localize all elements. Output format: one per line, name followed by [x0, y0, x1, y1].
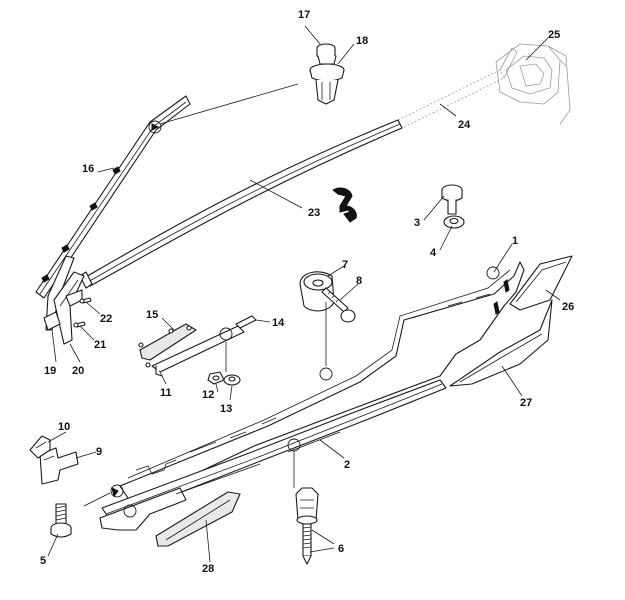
part-25-corner-bracket: [495, 43, 571, 125]
callout-20: 20: [72, 365, 84, 377]
callout-13: 13: [220, 403, 232, 415]
part-9-bracket: [39, 447, 79, 485]
part-5-bolt: [50, 503, 72, 538]
part-8-bolt: [321, 287, 356, 323]
part-23-seal-strip: [79, 119, 403, 289]
part-12-nut: [207, 371, 225, 385]
part-10-clip: [29, 435, 51, 459]
part-21-screw: [73, 321, 86, 328]
part-27-rear-trim-lower: [449, 299, 553, 387]
part-19-20-brackets: [43, 255, 85, 345]
callout-28: 28: [202, 563, 214, 575]
part-14-clip: [235, 315, 257, 329]
callout-25: 25: [548, 29, 560, 41]
part-4-washer: [443, 215, 465, 229]
callout-26: 26: [562, 301, 574, 313]
part-24-upper-trim-strip: [397, 47, 518, 129]
callout-18: 18: [356, 35, 368, 47]
callout-27: 27: [520, 397, 532, 409]
callout-8: 8: [356, 275, 362, 287]
part-1-sill-panel: [119, 261, 525, 505]
callout-24: 24: [458, 119, 471, 131]
part-18-fastener-body: [309, 55, 345, 105]
callout-23: 23: [308, 207, 320, 219]
part-3-stud: [441, 184, 463, 215]
part-16-pillar-moulding: [35, 95, 191, 299]
callout-7: 7: [342, 259, 348, 271]
callout-15: 15: [146, 309, 158, 321]
callout-12: 12: [202, 389, 214, 401]
callout-6: 6: [338, 543, 344, 555]
part-2-lower-sill-strip: [99, 379, 447, 531]
part-7-buffer: [299, 271, 335, 312]
callout-9: 9: [96, 446, 102, 458]
part-26-rear-trim: [509, 255, 573, 311]
callout-14: 14: [272, 317, 285, 329]
part-23-spring-clip: [332, 187, 357, 223]
callout-4: 4: [430, 247, 437, 259]
part-28-splash-guard: [155, 491, 241, 547]
callout-21: 21: [94, 339, 106, 351]
leader-lines: [47, 25, 561, 563]
callout-2: 2: [344, 459, 350, 471]
callout-11: 11: [160, 387, 172, 399]
callout-10: 10: [58, 421, 70, 433]
part-22-screw: [79, 297, 92, 304]
part-6-clip-screw: [295, 487, 319, 565]
part-15-trim-piece: [138, 323, 197, 361]
callout-17: 17: [298, 9, 310, 21]
part-13-washer: [223, 374, 241, 386]
callout-5: 5: [40, 555, 46, 567]
callout-19: 19: [44, 365, 56, 377]
callout-3: 3: [414, 217, 420, 229]
callout-16: 16: [82, 163, 94, 175]
callout-1: 1: [512, 235, 518, 247]
callout-22: 22: [100, 313, 112, 325]
callout-labels: 17 18 25 24 16 23 3 1 4 7 8 22 15 14 26 …: [40, 9, 574, 575]
